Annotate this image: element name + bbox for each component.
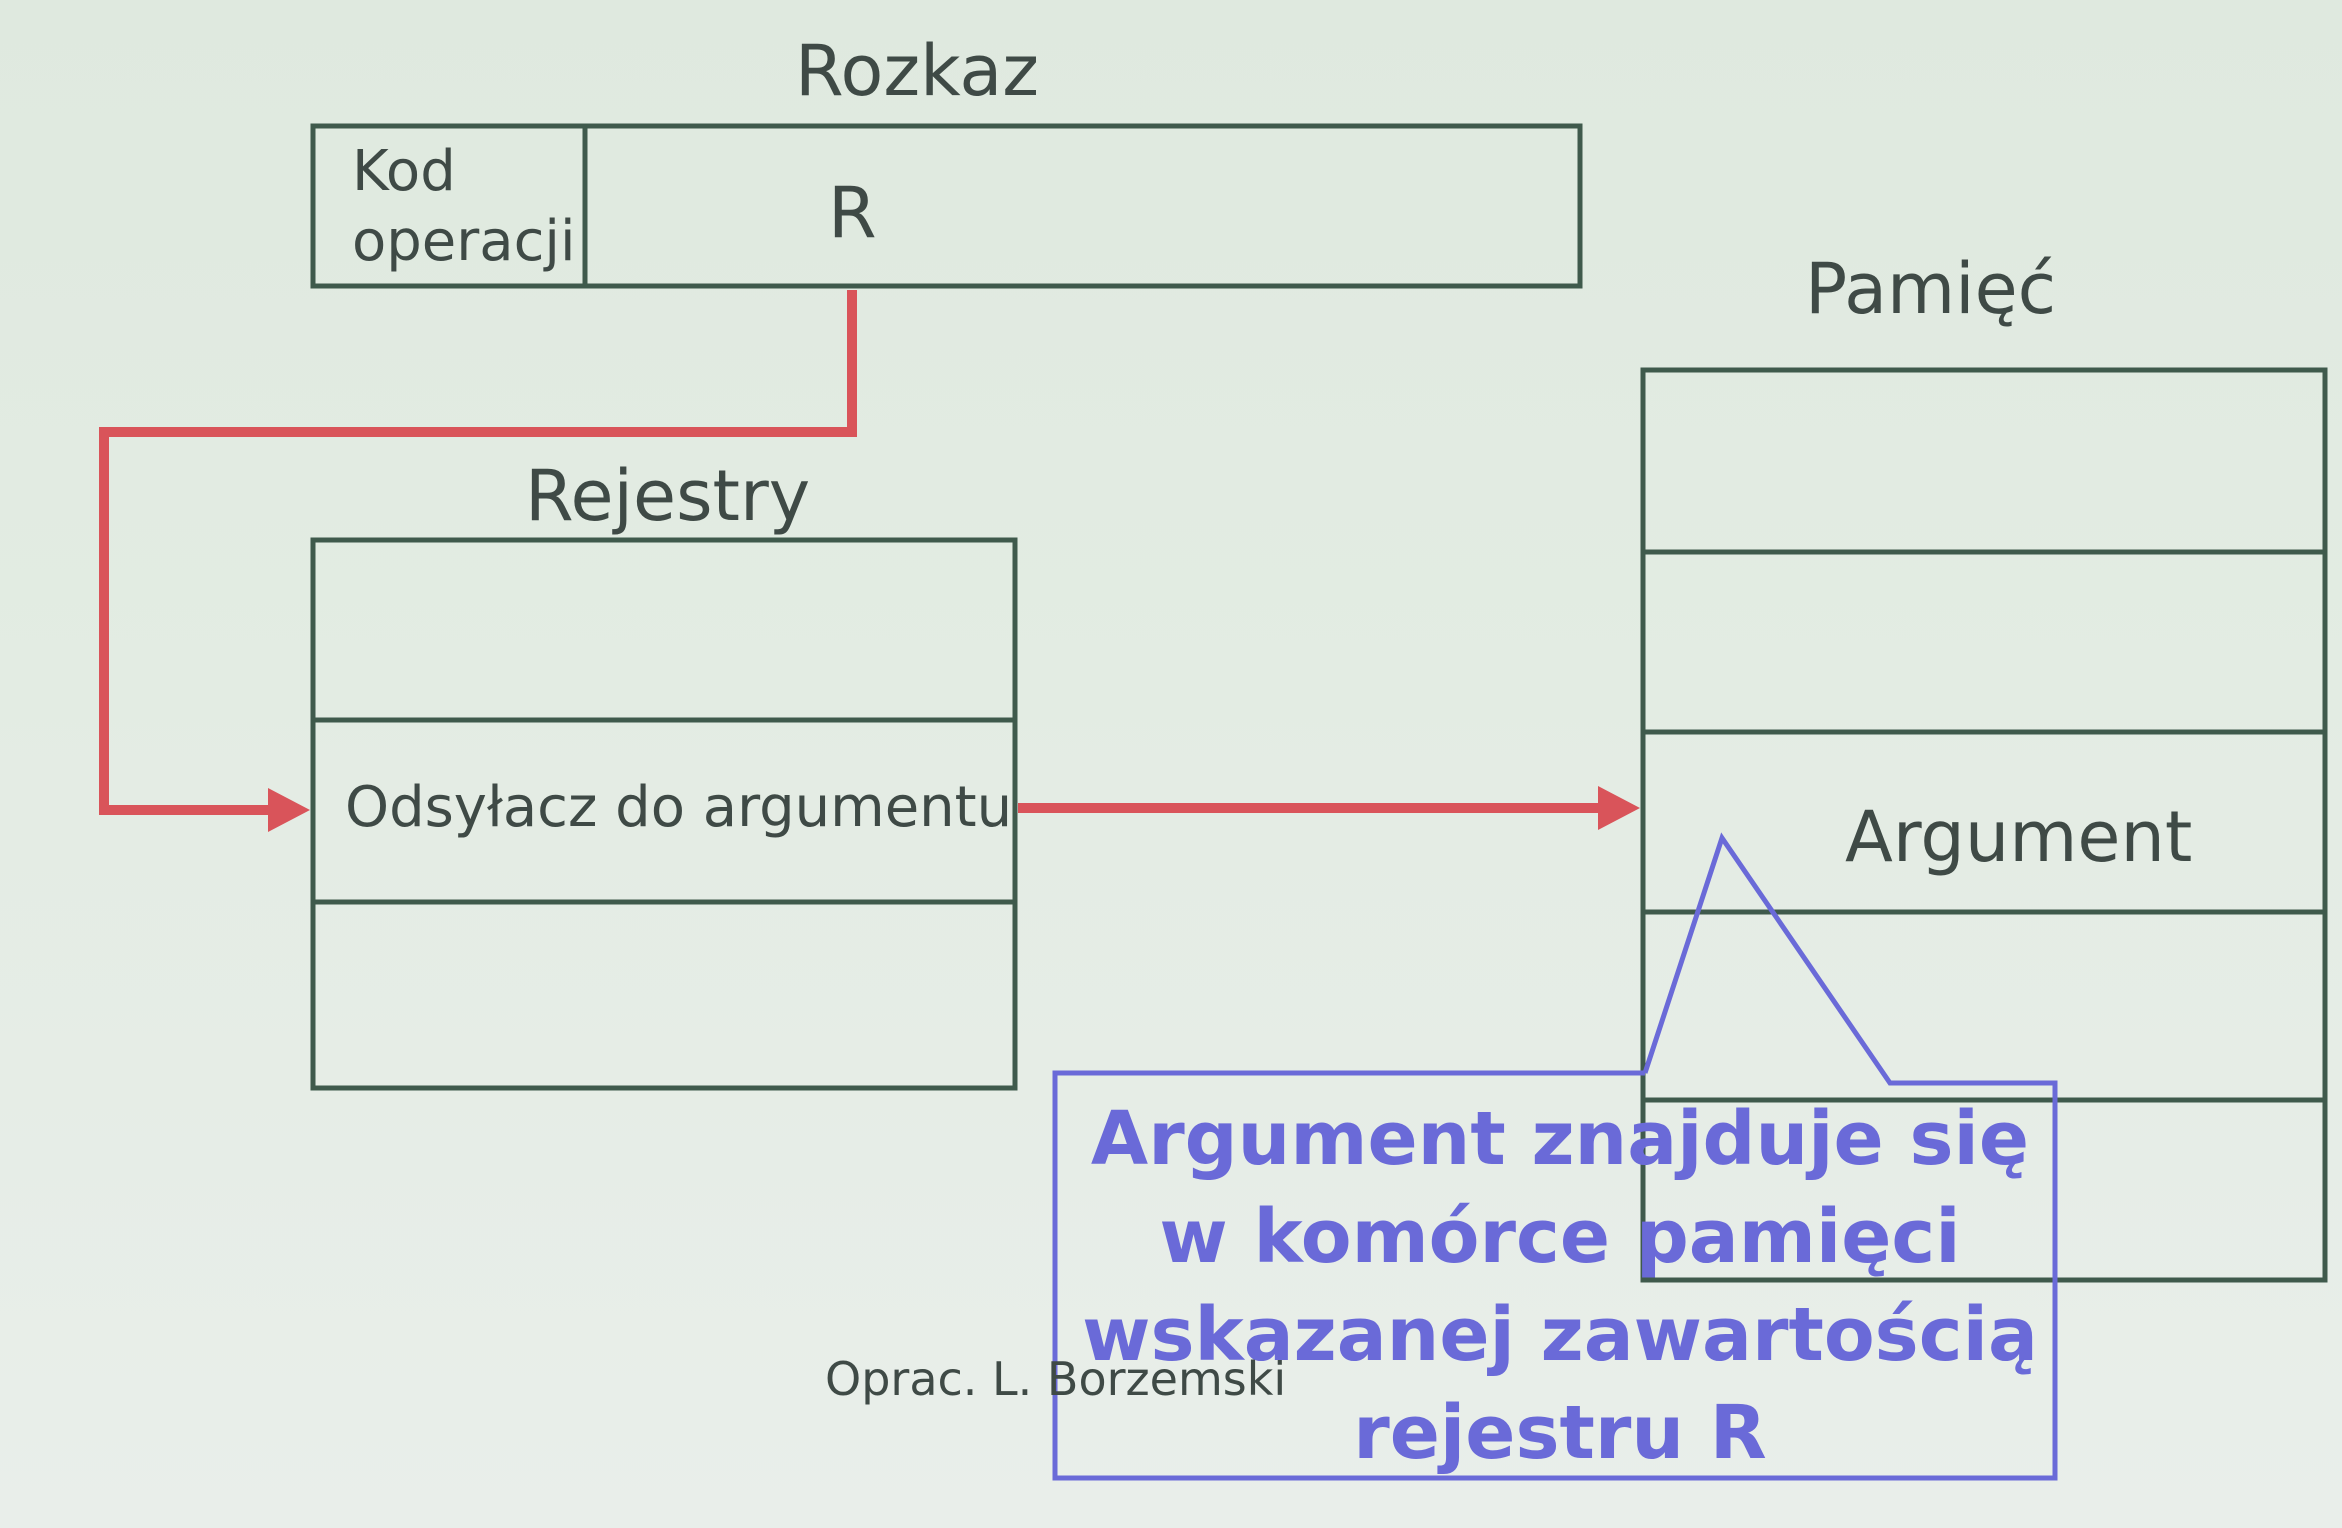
memory-outline	[1640, 367, 2328, 1283]
callout-line-3: wskazanej zawartością	[1082, 1292, 2038, 1378]
memory-block	[1640, 367, 2328, 1283]
callout-line-2: w komórce pamięci	[1159, 1194, 1961, 1280]
instruction-box	[310, 123, 1583, 289]
instruction-title: Rozkaz	[795, 30, 1040, 112]
memory-title: Pamięć	[1805, 248, 2057, 330]
credit-text: Oprac. L. Borzemski	[825, 1352, 1287, 1406]
arrow-register-to-memory	[1018, 786, 1640, 830]
opcode-label-line1: Kod	[352, 139, 456, 204]
registers-block	[310, 537, 1018, 1091]
callout-text: Argument znajduje się w komórce pamięci …	[1060, 1090, 2060, 1482]
callout-line-4: rejestru R	[1353, 1390, 1767, 1476]
register-field-label: R	[828, 172, 877, 254]
arrow-r-to-register	[99, 290, 857, 832]
memory-argument-cell: Argument	[1845, 796, 2193, 878]
callout-bubble	[1052, 832, 2058, 1481]
opcode-label-line2: operacji	[352, 209, 576, 274]
registers-title: Rejestry	[525, 455, 811, 537]
register-pointer-cell: Odsyłacz do argumentu	[345, 775, 1013, 840]
instruction-outline	[310, 123, 1583, 289]
callout-line-1: Argument znajduje się	[1090, 1096, 2030, 1182]
registers-outline	[310, 537, 1018, 1091]
